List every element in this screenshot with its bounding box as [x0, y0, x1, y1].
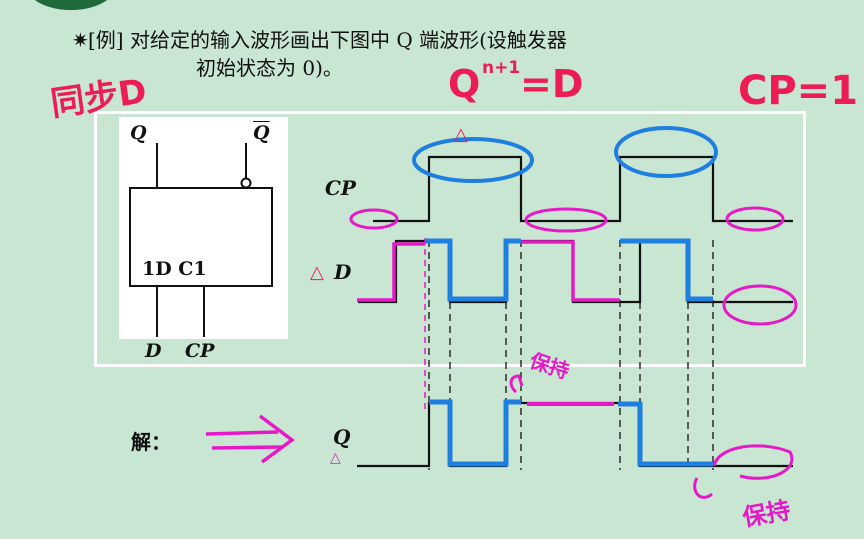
pin-label-q: Q: [130, 122, 147, 144]
annotation-cp-eq-1: CP=1: [738, 68, 859, 114]
blue-d-trace: [425, 238, 521, 302]
cp-waveform: [373, 155, 793, 223]
pin-label-qbar: Q: [253, 122, 270, 144]
annotation-formula-rhs: =D: [520, 62, 584, 106]
annotation-formula-sup: n+1: [482, 58, 521, 78]
magenta-small-arrow: [509, 374, 524, 394]
magenta-d-trace: [357, 242, 425, 302]
bullet-star-icon: ✷: [72, 28, 89, 52]
d-wave-label: D: [334, 260, 352, 284]
annotation-triangle-d: △: [310, 262, 324, 283]
problem-statement: ✷ [例] 对给定的输入波形画出下图中 Q 端波形(设触发器 初始状态为 0)。: [72, 26, 567, 82]
pin-label-cp: CP: [185, 340, 215, 362]
solution-label: 解：: [131, 430, 171, 454]
q-waveform: [357, 401, 793, 468]
magenta-double-arrow: [205, 414, 295, 464]
chip-inside-label: 1D C1: [142, 258, 207, 280]
blue-d-trace-2: [620, 238, 713, 302]
annotation-formula-q: Q: [448, 62, 481, 106]
annotation-triangle-q: △: [330, 450, 341, 466]
inversion-bubble: [240, 177, 252, 189]
annotation-triangle-cp: △: [454, 124, 468, 145]
d-waveform: [358, 239, 793, 304]
flip-flop-symbol: [129, 143, 273, 337]
corner-decoration: [28, 0, 114, 10]
q-wave-label: Q: [333, 425, 351, 449]
timing-guide-lines: [428, 240, 714, 470]
problem-line-1: [例] 对给定的输入波形画出下图中 Q 端波形(设触发器: [88, 28, 567, 52]
blue-q-trace-2: [618, 401, 713, 467]
magenta-highlight-cp-low: [349, 206, 798, 326]
cp-wave-label: CP: [325, 176, 356, 200]
blue-highlight-cp-high: [412, 126, 718, 183]
flip-flop-body: [129, 187, 273, 287]
blue-q-trace: [429, 399, 521, 467]
magenta-d-trace-2: [521, 240, 620, 302]
problem-line-2: 初始状态为 0)。: [196, 56, 343, 80]
magenta-curved-arrow: [693, 477, 713, 499]
pin-label-d: D: [145, 340, 162, 362]
magenta-q-hold-scribble: [712, 444, 794, 480]
